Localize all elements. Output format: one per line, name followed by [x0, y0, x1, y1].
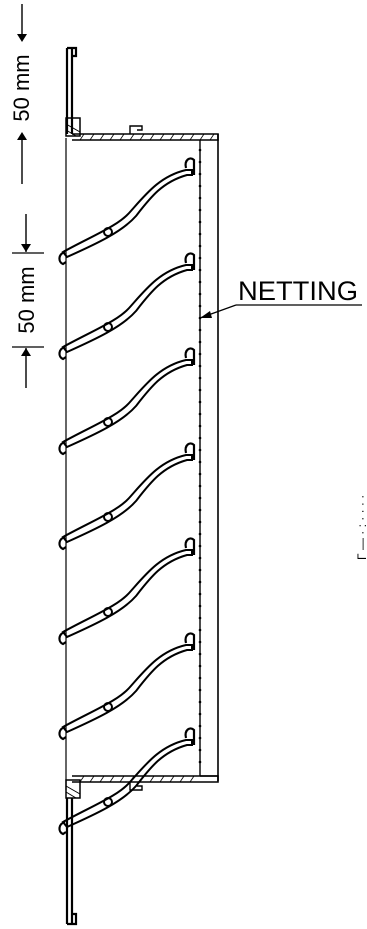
side-note: Γ — · : · · · · — [355, 495, 367, 560]
louvre-blade — [58, 442, 196, 551]
netting-dot — [198, 208, 202, 212]
netting-dot — [198, 448, 202, 452]
netting-dot — [198, 184, 202, 188]
netting-dot — [198, 676, 202, 680]
louvre-blade — [58, 347, 196, 456]
netting-dot — [198, 484, 202, 488]
netting-dot — [198, 280, 202, 284]
netting-dot — [198, 736, 202, 740]
netting-dot — [198, 424, 202, 428]
louvre-frame — [65, 46, 219, 926]
netting-dot — [198, 256, 202, 260]
netting-dot — [198, 292, 202, 296]
netting-dot — [198, 244, 202, 248]
netting-dot — [198, 376, 202, 380]
netting-dot — [198, 712, 202, 716]
netting-dot — [198, 268, 202, 272]
louvre-blade — [58, 157, 196, 266]
netting-dot — [198, 160, 202, 164]
netting-dot — [198, 472, 202, 476]
netting-dot — [198, 568, 202, 572]
pitch-dimension: 50 mm — [12, 214, 44, 388]
louvre-blade — [58, 252, 196, 361]
netting-dot — [198, 604, 202, 608]
netting-dot — [198, 328, 202, 332]
netting-dot — [198, 592, 202, 596]
netting-dot — [198, 760, 202, 764]
netting-dot — [198, 508, 202, 512]
netting-dot — [198, 688, 202, 692]
netting-dot — [198, 172, 202, 176]
netting-dot — [198, 640, 202, 644]
top-dimension: 50 mm — [9, 4, 34, 184]
netting-dot — [198, 388, 202, 392]
netting-dot — [198, 436, 202, 440]
netting-dot — [198, 532, 202, 536]
netting-dot — [198, 700, 202, 704]
netting-callout: NETTING — [199, 276, 362, 319]
netting-dot — [198, 460, 202, 464]
louvre-blades — [58, 157, 196, 836]
netting-dot — [198, 520, 202, 524]
netting-dot — [198, 148, 202, 152]
netting-dot — [198, 304, 202, 308]
netting-dot — [198, 400, 202, 404]
netting-dot — [198, 748, 202, 752]
netting-dot — [198, 340, 202, 344]
louvre-blade — [58, 727, 196, 836]
netting-dot — [198, 628, 202, 632]
netting-dot — [198, 364, 202, 368]
netting-dot — [198, 496, 202, 500]
netting-dot — [198, 544, 202, 548]
netting-dot — [198, 232, 202, 236]
netting-dot — [198, 220, 202, 224]
louvre-blade — [58, 537, 196, 646]
louvre-blade — [58, 632, 196, 741]
netting-dot — [198, 556, 202, 560]
dimension-top-label: 50 mm — [9, 54, 34, 121]
netting-dot — [198, 724, 202, 728]
dimension-pitch-label: 50 mm — [14, 266, 39, 333]
netting-dot — [198, 352, 202, 356]
netting-dot — [198, 412, 202, 416]
netting-dot — [198, 652, 202, 656]
netting-dot — [198, 664, 202, 668]
netting-dot — [198, 580, 202, 584]
netting-label: NETTING — [238, 276, 358, 306]
netting-mesh — [198, 146, 202, 772]
netting-dot — [198, 196, 202, 200]
netting-dot — [198, 616, 202, 620]
